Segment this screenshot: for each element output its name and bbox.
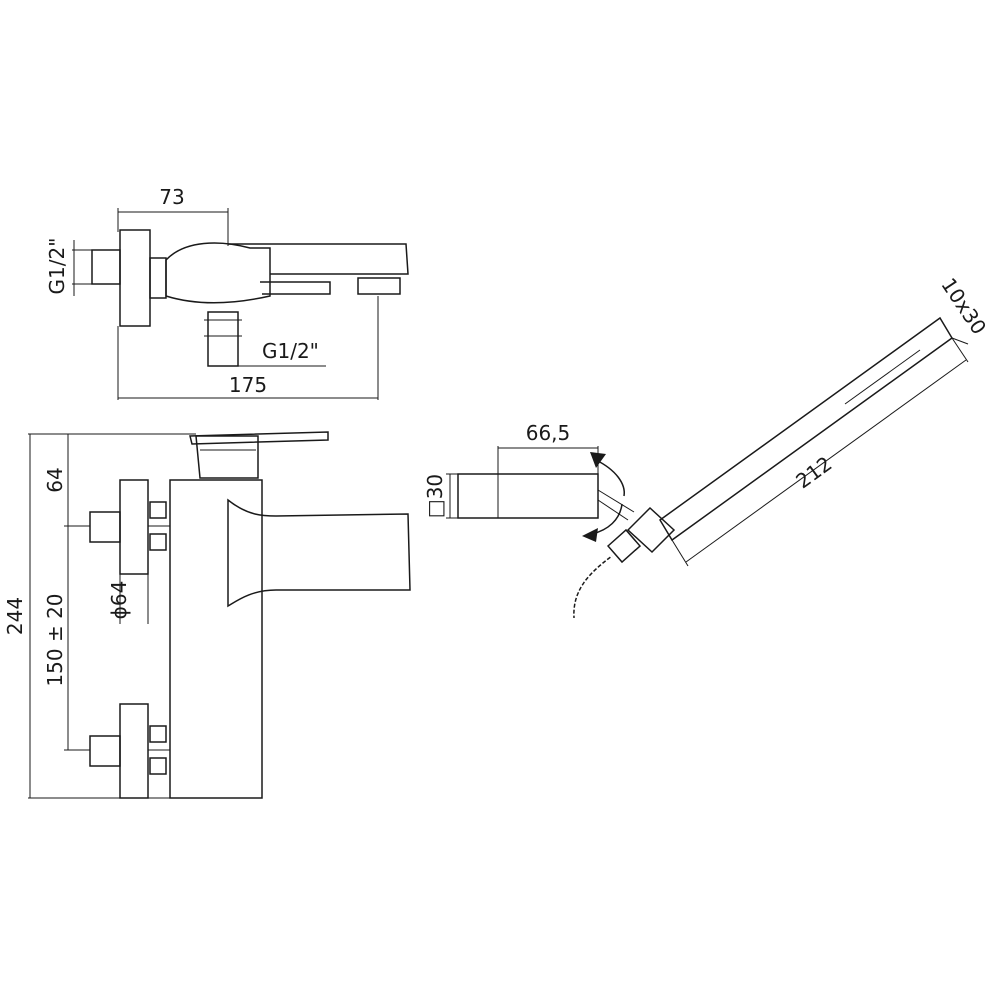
upper-nut-a <box>149 501 167 519</box>
dim-center-distance: 150 ± 20 <box>43 593 67 686</box>
shower-holder <box>457 473 599 519</box>
dim-top-depth: 175 <box>229 373 267 397</box>
shower-connector <box>626 506 676 554</box>
dim-handle-offset: 64 <box>43 467 67 492</box>
lower-nut-b <box>149 757 167 775</box>
front-spout <box>227 498 411 608</box>
shower-hose <box>573 555 613 619</box>
top-lever <box>260 281 331 295</box>
front-body <box>169 479 263 799</box>
lower-nut-a <box>149 725 167 743</box>
top-bottom-outlet <box>207 311 239 367</box>
dim-flange-diameter: ϕ64 <box>107 581 131 620</box>
upper-flange <box>119 479 149 575</box>
front-view: 244 64 150 ± 20 ϕ64 <box>3 431 411 799</box>
arrow-head-bottom <box>582 528 598 542</box>
top-body <box>165 242 271 304</box>
dim-holder-length: 66,5 <box>526 421 571 445</box>
dim-shower-section: 10x30 <box>936 273 991 338</box>
dim-top-width: 73 <box>159 185 184 209</box>
top-nut <box>149 257 167 299</box>
top-spout <box>228 243 409 275</box>
upper-nut-b <box>149 533 167 551</box>
top-view: 73 175 G1/2" G1/2" <box>45 185 409 400</box>
front-lever <box>189 431 329 445</box>
front-cartridge <box>195 435 259 479</box>
upper-pipe <box>89 511 121 543</box>
lower-flange <box>119 703 149 799</box>
dim-front-height: 244 <box>3 597 27 635</box>
top-outlet-stub <box>357 277 401 295</box>
top-inlet-pipe <box>91 249 121 285</box>
shower-handle <box>659 316 953 542</box>
dim-outlet-thread: G1/2" <box>262 339 319 363</box>
dim-holder-section: □30 <box>423 474 447 518</box>
shower-nut <box>606 528 642 564</box>
dim-shower-length: 212 <box>791 451 836 493</box>
hand-shower-view: 66,5 □30 212 10x30 <box>423 273 991 619</box>
lower-pipe <box>89 735 121 767</box>
top-wall-flange <box>119 229 151 327</box>
rotation-arrow-top <box>595 459 625 497</box>
dim-inlet-thread: G1/2" <box>45 238 69 295</box>
